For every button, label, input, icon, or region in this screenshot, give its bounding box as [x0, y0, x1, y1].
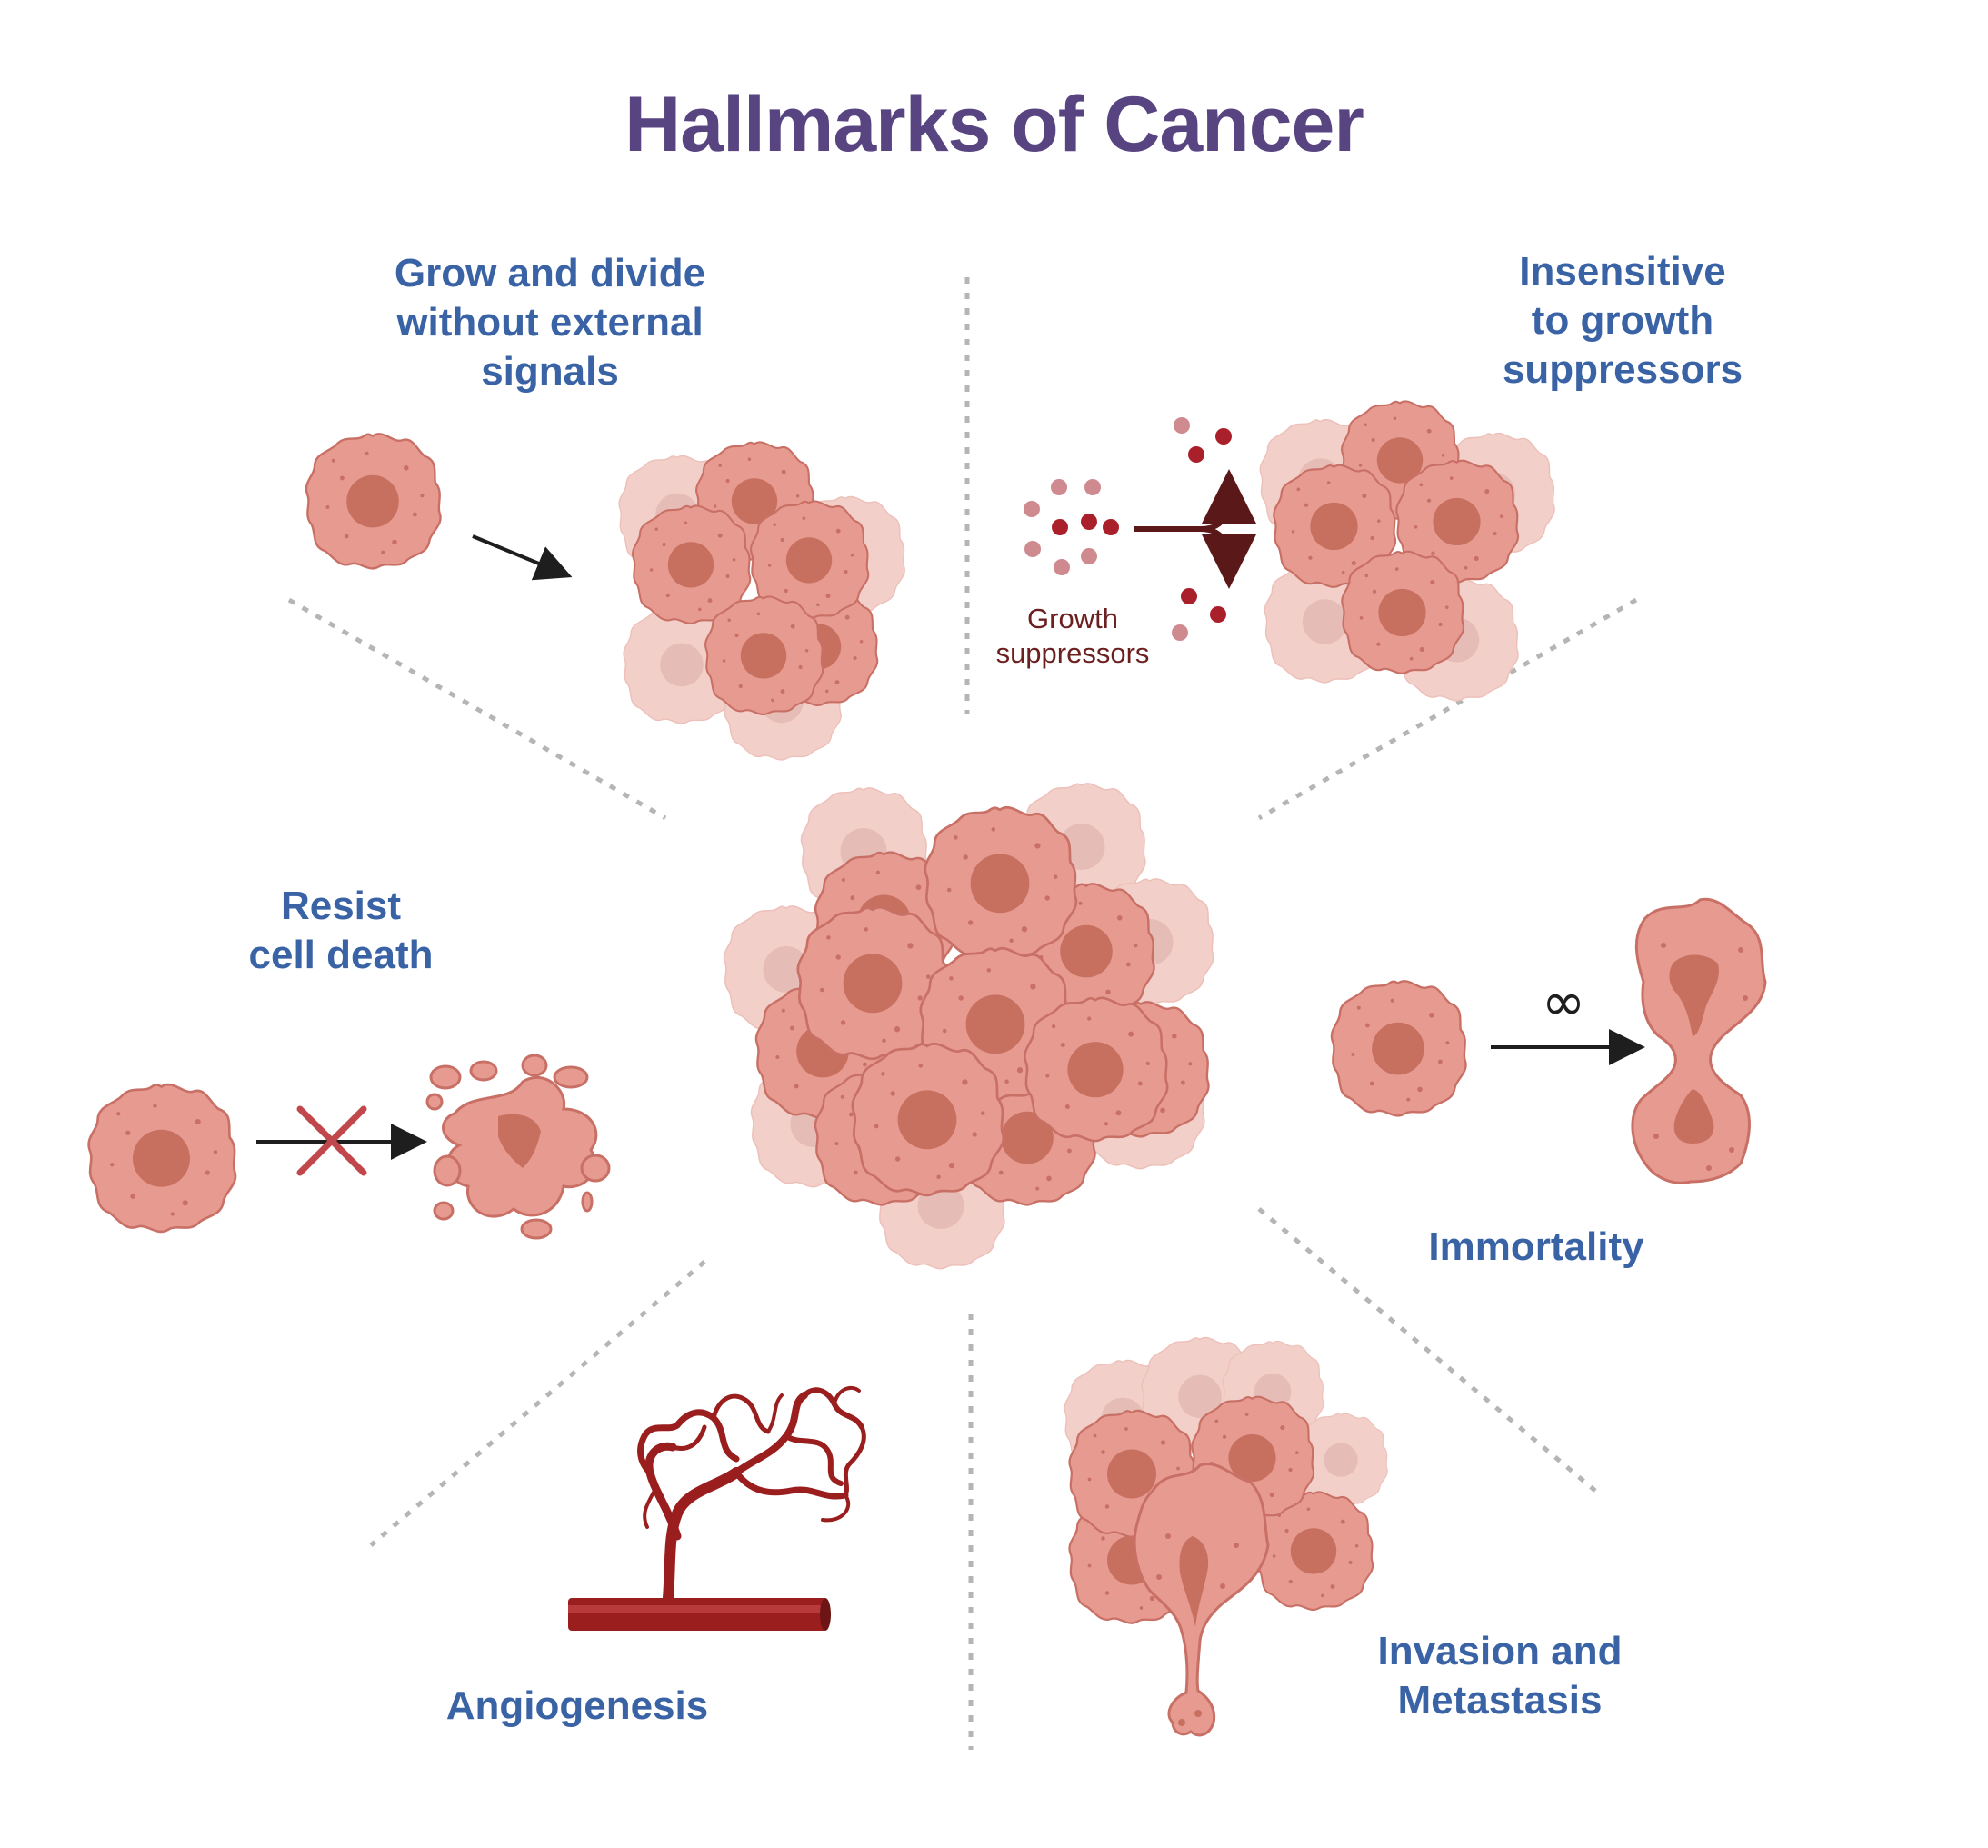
- tumor-cluster-icon: [723, 783, 1214, 1270]
- resist-death-illustration: [87, 1054, 611, 1240]
- immortality-illustration: [1330, 897, 1767, 1184]
- grow-divide-illustration: [305, 433, 905, 761]
- label-growth-suppressors: Growth suppressors: [995, 603, 1150, 669]
- cancer-cell-icon: [87, 1083, 237, 1234]
- insensitive-illustration: [1024, 400, 1555, 702]
- page-title: Hallmarks of Cancer: [624, 81, 1364, 168]
- blocked-x-icon: [296, 1105, 367, 1176]
- label-resist-death: Resist cell death: [248, 884, 434, 977]
- label-insensitive: Insensitive to growth suppressors: [1502, 249, 1743, 392]
- label-angiogenesis: Angiogenesis: [445, 1683, 709, 1728]
- label-grow-divide: Grow and divide without external signals: [394, 251, 706, 394]
- cancer-cell-icon: [1330, 980, 1467, 1117]
- arrow: [472, 534, 573, 581]
- blood-vessel-icon: [568, 1385, 866, 1631]
- label-invasion-metastasis: Invasion and Metastasis: [1377, 1629, 1623, 1723]
- label-immortality: Immortality: [1428, 1224, 1644, 1269]
- tumor-cluster-icon: [618, 441, 905, 761]
- cancer-cell-icon: [305, 433, 442, 570]
- growth-suppressor-molecules: [1024, 417, 1232, 641]
- deflect-arrow: [1134, 469, 1256, 589]
- infinity-icon: ∞: [1541, 971, 1586, 1033]
- apoptosis-cell-icon: [425, 1054, 611, 1240]
- dividing-cell-icon: [1631, 897, 1767, 1184]
- divider-lines: [287, 277, 1638, 1750]
- tumor-cluster-icon: [1259, 400, 1555, 702]
- metastasis-cluster-icon: [1064, 1336, 1388, 1737]
